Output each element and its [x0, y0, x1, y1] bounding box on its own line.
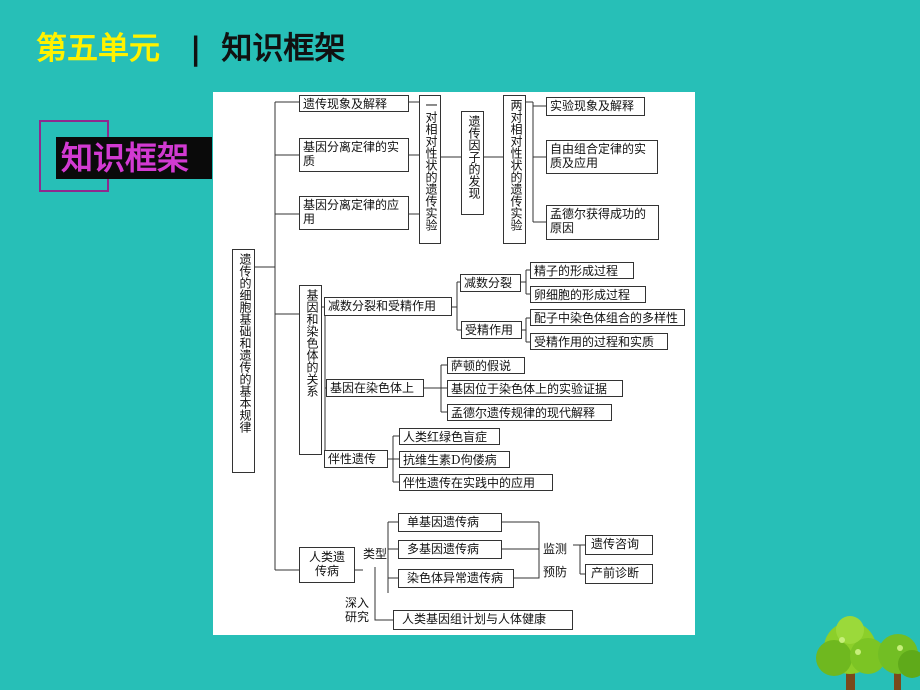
fertilization-node: 受精作用	[461, 321, 522, 339]
single-gene-disease: 单基因遗传病	[398, 513, 502, 532]
mendel-left-item-2: 基因分离定律的实质	[299, 138, 409, 172]
modern-interpretation: 孟德尔遗传规律的现代解释	[447, 404, 612, 421]
prenatal-diagnosis: 产前诊断	[585, 564, 653, 584]
human-disease-node: 人类遗传病	[299, 547, 355, 583]
mendel-right-item-2: 自由组合定律的实质及应用	[546, 140, 658, 174]
chromosome-evidence: 基因位于染色体上的实验证据	[447, 380, 623, 397]
genetic-factor-discovery: 遗传因子的发现	[461, 111, 484, 215]
section-badge: 知识框架	[56, 137, 212, 179]
knowledge-diagram: 遗传的细胞基础和遗传的基本规律 遗传现象及解释 基因分离定律的实质 基因分离定律…	[213, 92, 695, 635]
chromosome-disease: 染色体异常遗传病	[398, 569, 514, 588]
gene-on-chromosome: 基因在染色体上	[326, 379, 424, 397]
gamete-diversity: 配子中染色体组合的多样性	[530, 309, 685, 326]
sutton-hypothesis: 萨顿的假说	[447, 357, 525, 374]
study-label: 深入研究	[344, 596, 369, 624]
genetic-counseling: 遗传咨询	[585, 535, 653, 555]
fertilization-process: 受精作用的过程和实质	[530, 333, 668, 350]
gene-chromosome-node: 基因和染色体的关系	[299, 285, 322, 455]
connector-lines	[253, 101, 585, 621]
two-pair-experiment: 两对相对性状的遗传实验	[503, 95, 526, 244]
mendel-left-item-3: 基因分离定律的应用	[299, 196, 409, 230]
slide-title: 第五单元 | 知识框架	[36, 26, 345, 72]
multi-gene-disease: 多基因遗传病	[398, 540, 502, 559]
mendel-left-item-1: 遗传现象及解释	[299, 95, 409, 112]
type-label: 类型	[363, 547, 388, 561]
prevent-label: 预防	[543, 565, 568, 579]
color-blindness: 人类红绿色盲症	[399, 428, 500, 445]
meiosis-fertilization: 减数分裂和受精作用	[324, 297, 452, 316]
mendel-right-item-1: 实验现象及解释	[546, 97, 645, 116]
topic-title: 知识框架	[221, 31, 346, 67]
root-node: 遗传的细胞基础和遗传的基本规律	[232, 249, 255, 473]
sperm-formation: 精子的形成过程	[530, 262, 634, 279]
one-pair-experiment: 一对相对性状的遗传实验	[419, 95, 441, 244]
sex-linked-application: 伴性遗传在实践中的应用	[399, 474, 553, 491]
egg-formation: 卵细胞的形成过程	[530, 286, 646, 303]
tree-illustration-icon	[816, 616, 920, 690]
vitamin-d-rickets: 抗维生素D佝偻病	[399, 451, 510, 468]
meiosis-node: 减数分裂	[460, 274, 521, 292]
mendel-right-item-3: 孟德尔获得成功的原因	[546, 205, 659, 240]
sex-linked-node: 伴性遗传	[324, 450, 388, 468]
genome-project: 人类基因组计划与人体健康	[393, 610, 573, 630]
unit-title: 第五单元	[36, 31, 160, 67]
monitor-label: 监测	[543, 542, 568, 556]
title-separator: |	[190, 31, 202, 67]
